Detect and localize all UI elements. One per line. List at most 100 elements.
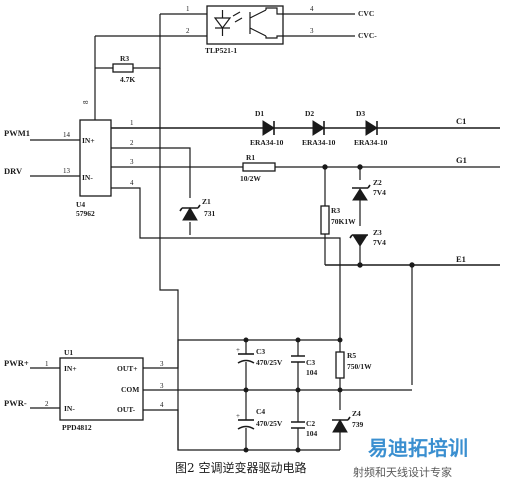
opto-ref: TLP521-1 [205,46,237,55]
net-pwr-minus: PWR- [4,398,27,408]
net-pwm1: PWM1 [4,128,30,138]
diode-d2: D2 ERA34-10 [302,109,336,147]
resistor-r5: R5 750/1W [335,351,372,379]
z1-ref: Z1 [202,197,211,206]
junction-com-left [243,387,249,393]
junction-e1 [409,262,415,268]
u1-pin-out-plus: OUT+ [117,364,138,373]
net-e1: E1 [456,254,466,264]
d2-symbol [312,120,325,136]
u1-pin-out-minus: OUT- [117,405,136,414]
u1-pin-3b: 3 [160,382,164,390]
r3-top-value: 4.7K [120,75,135,84]
c3b-value: 104 [306,368,318,377]
z4-ref: Z4 [352,409,361,418]
wire-r3-down [159,68,179,450]
watermark-main: 易迪拓培训 [368,436,468,460]
z1-value: 731 [204,209,216,218]
c4-value: 470/25V [256,419,283,428]
u1-pin-in-minus: IN- [64,404,75,413]
z2-value: 7V4 [373,188,386,197]
d1-symbol [262,120,275,136]
junctions [243,164,415,453]
net-cvc-minus: CVC- [358,31,377,40]
u1-pin-2: 2 [45,400,49,408]
u4-pin-3: 3 [130,158,134,166]
diode-d3: D3 ERA34-10 [354,109,388,147]
r3-mid-ref: R3 [331,206,340,215]
u4-ref: U4 [76,200,85,209]
d2-value: ERA34-10 [302,138,336,147]
wire-u4-pin4 [111,187,341,346]
junction-e1-zener [357,262,363,268]
u1-body [59,357,144,421]
svg-text:+: + [236,346,240,354]
junction-c4-bottom [243,447,249,453]
d2-ref: D2 [305,109,314,118]
u4-pin-in-minus: IN- [82,173,93,182]
c3b-ref: C3 [306,358,315,367]
r1-body [242,162,276,172]
u4-part: 57962 [76,209,95,218]
resistor-r1: R1 10/2W [240,153,276,183]
capacitor-c3b: C3 104 [291,355,318,377]
r3-top-ref: R3 [120,54,129,63]
r5-value: 750/1W [347,362,372,371]
zener-z3: Z3 7V4 [349,228,386,247]
phototransistor-symbol [249,9,267,37]
u1-pin-4: 4 [160,401,164,409]
z3-symbol [352,234,368,247]
r3-mid-value: 70K1W [331,217,356,226]
junction-r5-top [337,337,343,343]
watermark-sub: 射频和天线设计专家 [353,465,452,479]
u4-pin-in-plus: IN+ [82,136,95,145]
junction-c3b-top [295,337,301,343]
r1-value: 10/2W [240,174,261,183]
wire-out-plus [143,339,340,369]
transistor-leads [265,7,283,39]
z2-ref: Z2 [373,178,382,187]
zener-z4: Z4 739 [332,409,364,433]
u4-pin-13: 13 [63,167,71,175]
junction-c3-top [243,337,249,343]
d3-ref: D3 [356,109,365,118]
capacitor-c4: + C4 470/25V [236,407,283,430]
z3-value: 7V4 [373,238,386,247]
optocoupler-tlp521: 1 2 4 3 TLP521-1 [186,5,314,55]
capacitor-c3: + C3 470/25V [236,346,283,367]
wire-r3-right [133,14,161,69]
c3-ref: C3 [256,347,265,356]
r3-top-body [112,63,134,73]
r3-mid-body [320,205,330,235]
light-arrows-icon [232,11,243,23]
junction-g1-zener [357,164,363,170]
d3-symbol [365,120,378,136]
resistor-r3-mid: R3 70K1W [320,205,356,235]
net-drv: DRV [4,166,23,176]
net-cvc-plus: CVC [358,9,374,18]
r1-ref: R1 [246,153,255,162]
opto-pin-2: 2 [186,27,190,35]
junction-g1-r3 [322,164,328,170]
d3-value: ERA34-10 [354,138,388,147]
figure-caption: 图2 空调逆变器驱动电路 [175,460,306,475]
opto-pin-4: 4 [310,5,314,13]
opto-pin-3: 3 [310,27,314,35]
wires [30,13,500,451]
u4-pin-1: 1 [130,119,134,127]
capacitor-c2: C2 104 [291,419,318,438]
junction-com-r5 [337,387,343,393]
u1-pin-com: COM [121,385,139,394]
u4-pin-8: 8 [82,100,90,104]
wire-u4-pin2 [111,147,191,198]
z1-symbol [182,207,198,221]
svg-text:+: + [236,412,240,420]
led-leads [215,10,230,36]
wire-out-minus [143,409,340,451]
u4-pin-14: 14 [63,131,71,139]
net-pwr-plus: PWR+ [4,358,29,368]
ic-u4: IN+ IN- 14 13 1 2 3 4 8 U4 57962 [63,100,134,218]
ic-u1: IN+ IN- OUT+ COM OUT- 1 2 3 3 4 U1 PPD48… [45,348,164,432]
z3-ref: Z3 [373,228,382,237]
